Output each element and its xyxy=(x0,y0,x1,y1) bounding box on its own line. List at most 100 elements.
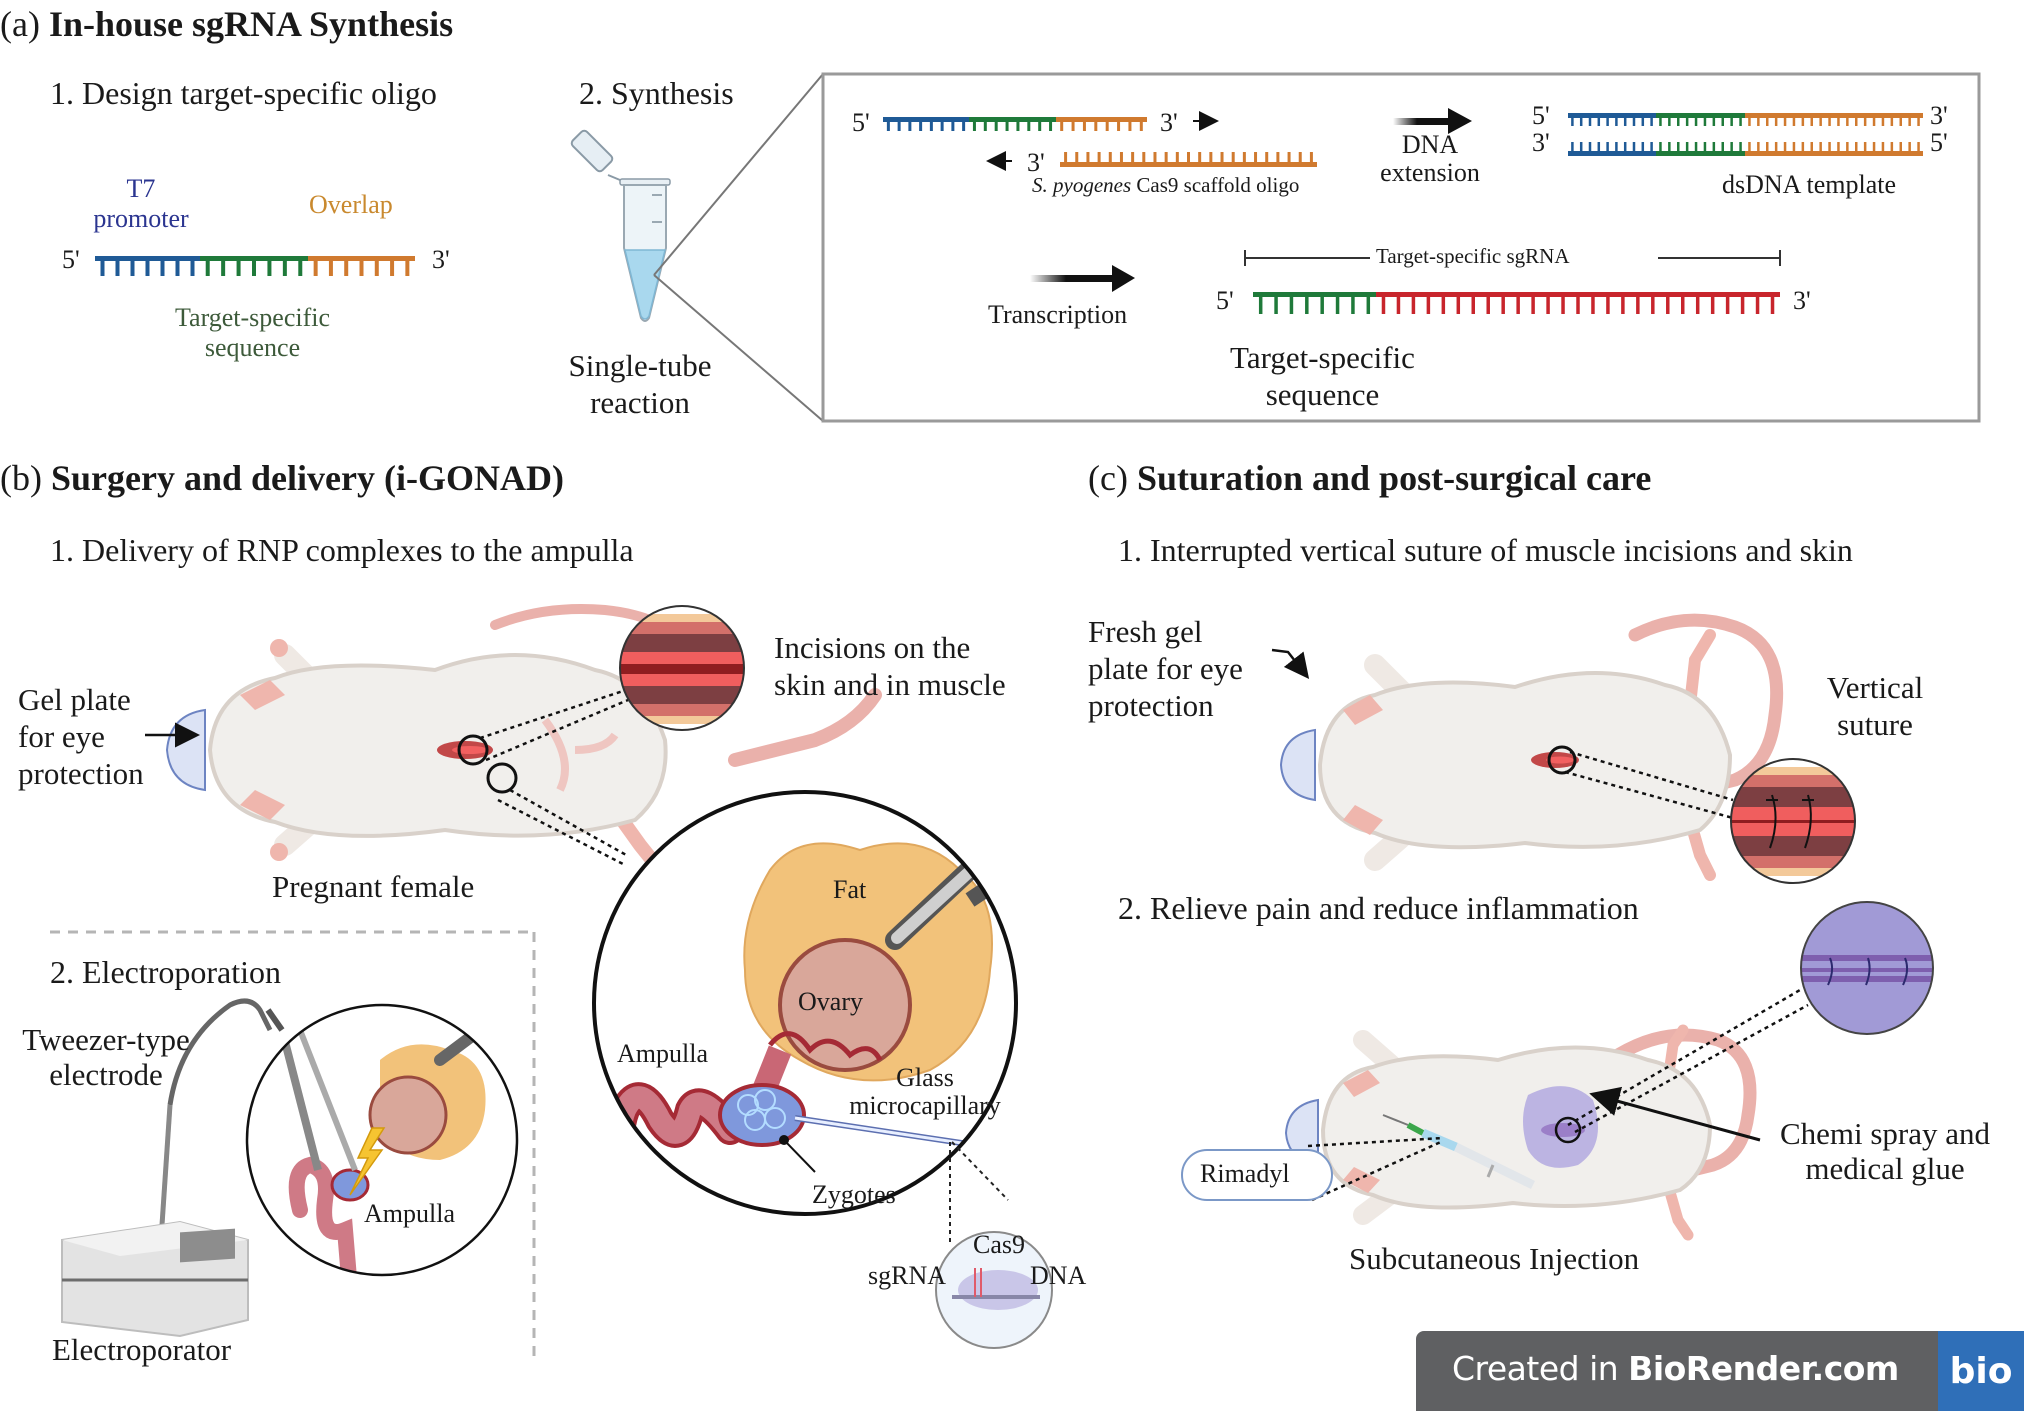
rimadyl-label: Rimadyl xyxy=(1200,1159,1290,1188)
subcutaneous-injection-label: Subcutaneous Injection xyxy=(1349,1241,1640,1276)
panel-title: In-house sgRNA Synthesis xyxy=(48,4,454,44)
oligo-three-prime: 3' xyxy=(1160,108,1178,137)
zoom-line xyxy=(653,274,824,422)
step-label: 1. Design target-specific oligo xyxy=(50,75,437,111)
zoom-dotted-lines xyxy=(1564,750,1734,820)
ampulla-label: Ampulla xyxy=(617,1039,708,1068)
designed-oligo-strand xyxy=(95,256,415,276)
dsdna-top-strand xyxy=(1568,113,1923,126)
panel-letter: (c) xyxy=(1088,458,1128,498)
overlap-label: Overlap xyxy=(309,190,393,219)
electroporator-device-icon xyxy=(61,998,273,1338)
ds-top-three-prime: 3' xyxy=(1930,101,1948,130)
transcription-label: Transcription xyxy=(988,300,1128,329)
strand-backbone xyxy=(1568,113,1656,118)
biorender-badge[interactable]: Created in BioRender.com bio xyxy=(1416,1331,2024,1411)
electroporator-label: Electroporator xyxy=(52,1332,232,1367)
synthesis-detail-box xyxy=(821,72,1981,423)
ds-bottom-five-prime: 5' xyxy=(1930,128,1948,157)
cas9-label: Cas9 xyxy=(973,1230,1025,1259)
ampulla-zoom-circle xyxy=(592,790,1018,1216)
synthesis-strands xyxy=(883,113,1923,314)
five-prime-label: 5' xyxy=(62,245,80,274)
pregnant-female-label: Pregnant female xyxy=(272,869,475,904)
strand-backbone xyxy=(1056,117,1147,122)
sgrna-five-prime: 5' xyxy=(1216,286,1234,315)
badge-text: Created in BioRender.com xyxy=(1452,1349,1899,1388)
sgrna-three-prime: 3' xyxy=(1793,286,1811,315)
panel-letter: (a) xyxy=(0,4,40,44)
oligo-five-prime: 5' xyxy=(852,108,870,137)
step-label: 1. Delivery of RNP complexes to the ampu… xyxy=(50,532,634,568)
zygotes-label: Zygotes xyxy=(812,1180,896,1209)
fresh-gel-plate-label: Fresh gel plate for eye protection xyxy=(1088,614,1243,723)
sgrna-target-label: Target-specific sequence xyxy=(1230,340,1415,412)
oligo-strand xyxy=(883,117,1147,131)
ds-bottom-three-prime: 3' xyxy=(1532,128,1550,157)
dna-extension-label: DNA extension xyxy=(1380,130,1480,187)
step-label: 2. Relieve pain and reduce inflammation xyxy=(1118,890,1639,926)
sgrna-span-bracket xyxy=(1244,250,1781,266)
pointer-arrow xyxy=(1589,1086,1761,1142)
scaffold-oligo-strand xyxy=(1060,152,1317,167)
three-prime-label: 3' xyxy=(432,245,450,274)
strand-backbone xyxy=(1656,113,1745,118)
electroporation-ampulla-label: Ampulla xyxy=(364,1199,455,1228)
strand-backbone xyxy=(1568,151,1656,156)
strand-backbone xyxy=(1745,113,1923,118)
dna-label: DNA xyxy=(1030,1261,1087,1290)
sgrna-strand xyxy=(1253,292,1780,314)
strand-backbone xyxy=(1253,292,1376,297)
target-sequence-label: Target-specific sequence xyxy=(174,303,331,362)
biorender-logo-icon: bio xyxy=(1938,1331,2024,1411)
scaffold-three-prime: 3' xyxy=(1027,148,1045,177)
ovary-label: Ovary xyxy=(798,987,863,1016)
panel-a-heading: (a) In-house sgRNA Synthesis xyxy=(0,6,453,42)
panel-title: Suturation and post-surgical care xyxy=(1136,458,1652,498)
zoom-dotted-lines xyxy=(479,688,629,867)
strand-backbone xyxy=(969,117,1056,122)
dsdna-bottom-strand xyxy=(1568,142,1923,156)
t7-promoter-label: T7 promoter xyxy=(93,174,189,233)
dna-extension-arrow xyxy=(1393,108,1472,134)
suture-zoom-circle xyxy=(1730,758,1856,884)
designed-oligo xyxy=(95,256,415,276)
tweezer-electrode-label: Tweezer-type electrode xyxy=(22,1022,190,1092)
gel-plate-label: Gel plate for eye protection xyxy=(18,682,144,791)
single-tube-label: Single-tube reaction xyxy=(568,348,712,420)
panel-c-heading: (c) Suturation and post-surgical care xyxy=(1088,460,1651,496)
electroporation-divider xyxy=(50,930,536,1356)
panel-title: Surgery and delivery (i-GONAD) xyxy=(50,458,564,498)
sgrna-span-label: Target-specific sgRNA xyxy=(1376,244,1570,268)
incision-label: Incisions on the skin and in muscle xyxy=(774,630,1006,702)
panel-letter: (b) xyxy=(0,458,42,498)
pointer-arrow xyxy=(1271,648,1310,679)
incision-zoom-circle xyxy=(619,605,745,731)
glass-microcapillary-label: Glass microcapillary xyxy=(849,1063,1001,1120)
fat-label: Fat xyxy=(833,875,867,904)
sutured-mouse-illustration xyxy=(1279,613,1784,881)
rimadyl-capsule xyxy=(1181,1149,1333,1201)
vertical-suture-label: Vertical suture xyxy=(1826,670,1924,742)
dsdna-template-label: dsDNA template xyxy=(1722,170,1897,199)
zoom-line xyxy=(653,73,824,276)
electroporation-zoom-circle xyxy=(245,1003,519,1277)
glue-zoom-circle xyxy=(1800,901,1934,1035)
strand-backbone xyxy=(1656,151,1745,156)
ds-top-five-prime: 5' xyxy=(1532,101,1550,130)
panel-b-heading: (b) Surgery and delivery (i-GONAD) xyxy=(0,460,564,496)
zoom-dotted-lines xyxy=(949,1141,1009,1245)
sgrna-label: sgRNA xyxy=(868,1261,947,1290)
step-label: 1. Interrupted vertical suture of muscle… xyxy=(1118,532,1853,568)
strand-backbone xyxy=(883,117,969,122)
step-label: 2. Synthesis xyxy=(579,75,734,111)
tube-icon xyxy=(570,129,671,322)
transcription-arrow xyxy=(1030,265,1135,292)
pregnant-mouse-illustration xyxy=(165,604,882,877)
step-label: 2. Electroporation xyxy=(50,954,282,990)
zoom-dotted-lines xyxy=(1307,988,1809,1202)
scaffold-oligo-label: S. pyogenes Cas9 scaffold oligo xyxy=(1032,173,1300,197)
strand-backbone xyxy=(1745,151,1923,156)
